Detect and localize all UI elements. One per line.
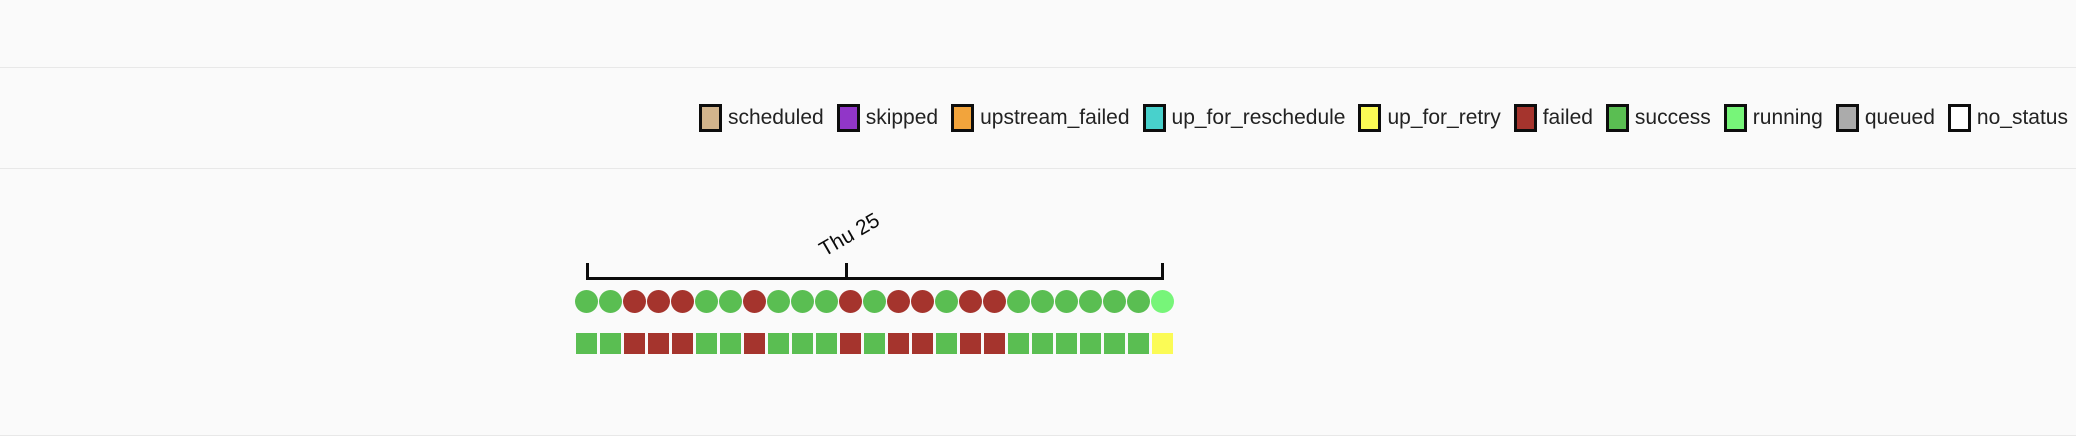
task-instance-success[interactable] [1104,333,1125,354]
task-instance-success[interactable] [792,333,813,354]
axis-tick-start [586,263,589,278]
dag-run-success[interactable] [791,290,814,313]
dag-run-failed[interactable] [647,290,670,313]
dag-run-success[interactable] [695,290,718,313]
legend-item-scheduled: scheduled [698,104,824,132]
task-instance-success[interactable] [768,333,789,354]
legend-swatch-running [1723,104,1747,132]
dag-run-failed[interactable] [839,290,862,313]
legend-label: up_for_retry [1387,106,1501,129]
legend-label: running [1752,106,1823,129]
axis-tick-label: Thu 25 [815,208,884,262]
legend-swatch-success [1605,104,1629,132]
legend-item-no_status: no_status [1947,104,2068,132]
task-instance-failed[interactable] [912,333,933,354]
task-instance-success[interactable] [696,333,717,354]
dag-run-failed[interactable] [623,290,646,313]
legend-label: queued [1864,106,1935,129]
task-instance-success[interactable] [864,333,885,354]
task-instance-failed[interactable] [960,333,981,354]
task-instance-success[interactable] [600,333,621,354]
legend-band: scheduled skipped upstream_failed up_for_re… [0,68,2076,169]
legend-swatch-scheduled [698,104,722,132]
legend-swatch-up_for_retry [1358,104,1382,132]
dag-run-success[interactable] [575,290,598,313]
task-instance-failed[interactable] [672,333,693,354]
legend-swatch-failed [1513,104,1537,132]
chart-band: Thu 25 [0,169,2076,436]
dag-run-failed[interactable] [983,290,1006,313]
legend-label: no_status [1976,106,2068,129]
task-instance-success[interactable] [1056,333,1077,354]
dag-run-running[interactable] [1151,290,1174,313]
legend-item-skipped: skipped [836,104,939,132]
axis-tick-end [1161,263,1164,278]
legend-item-success: success [1605,104,1711,132]
legend-item-failed: failed [1513,104,1593,132]
legend-label: scheduled [727,106,824,129]
task-instance-success[interactable] [1080,333,1101,354]
dag-run-success[interactable] [719,290,742,313]
dag-run-success[interactable] [815,290,838,313]
dag-run-failed[interactable] [743,290,766,313]
legend-swatch-up_for_reschedule [1142,104,1166,132]
task-instance-failed[interactable] [648,333,669,354]
dag-run-failed[interactable] [911,290,934,313]
legend-item-queued: queued [1835,104,1935,132]
axis-tick-thu25 [845,263,848,278]
dag-run-failed[interactable] [959,290,982,313]
legend-item-running: running [1723,104,1823,132]
legend-swatch-skipped [836,104,860,132]
legend-item-up_for_retry: up_for_retry [1358,104,1501,132]
task-instance-failed[interactable] [840,333,861,354]
dag-run-success[interactable] [863,290,886,313]
legend-label: failed [1542,106,1593,129]
legend-swatch-queued [1835,104,1859,132]
task-instance-failed[interactable] [984,333,1005,354]
task-instance-failed[interactable] [624,333,645,354]
legend-label: success [1634,106,1711,129]
task-instance-success[interactable] [576,333,597,354]
task-instances-row [576,333,1173,354]
dag-run-success[interactable] [1079,290,1102,313]
legend-swatch-upstream_failed [951,104,975,132]
legend-item-up_for_reschedule: up_for_reschedule [1142,104,1346,132]
task-instance-success[interactable] [936,333,957,354]
task-instance-up_for_retry[interactable] [1152,333,1173,354]
dag-run-failed[interactable] [887,290,910,313]
legend-label: skipped [865,106,939,129]
dag-run-success[interactable] [935,290,958,313]
task-instance-failed[interactable] [744,333,765,354]
dag-run-success[interactable] [767,290,790,313]
task-instance-failed[interactable] [888,333,909,354]
legend-swatch-no_status [1947,104,1971,132]
dag-run-success[interactable] [1103,290,1126,313]
state-legend: scheduled skipped upstream_failed up_for_re… [686,104,2068,132]
legend-item-upstream_failed: upstream_failed [951,104,1130,132]
task-instance-success[interactable] [1008,333,1029,354]
dag-run-success[interactable] [599,290,622,313]
task-instance-success[interactable] [1032,333,1053,354]
dag-run-success[interactable] [1031,290,1054,313]
axis-line [586,277,1164,280]
dag-run-failed[interactable] [671,290,694,313]
dag-runs-row [575,290,1174,313]
dag-run-success[interactable] [1127,290,1150,313]
task-instance-success[interactable] [816,333,837,354]
legend-label: upstream_failed [980,106,1130,129]
task-instance-success[interactable] [720,333,741,354]
legend-label: up_for_reschedule [1171,106,1346,129]
dag-run-success[interactable] [1007,290,1030,313]
dag-run-success[interactable] [1055,290,1078,313]
header-band [0,0,2076,68]
task-instance-success[interactable] [1128,333,1149,354]
